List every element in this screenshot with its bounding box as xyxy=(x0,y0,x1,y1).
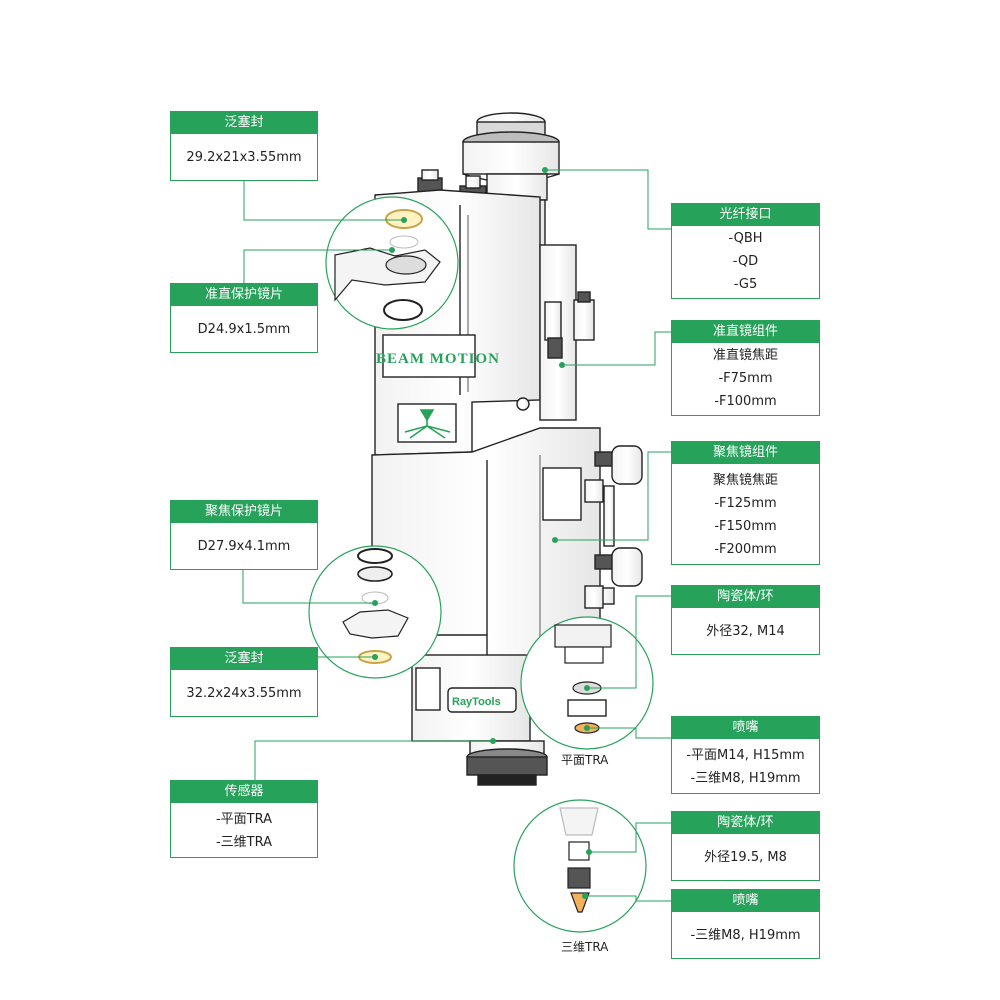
zoom-circle-collimator xyxy=(325,196,459,330)
callout-seal-top: 泛塞封 29.2x21x3.55mm xyxy=(170,111,318,181)
callout-sensor: 传感器 -平面TRA -三维TRA xyxy=(170,780,318,858)
callout-nozzle-2: 喷嘴 -三维M8, H19mm xyxy=(671,889,820,959)
callout-line: -平面M14, H15mm xyxy=(686,748,805,763)
callout-title: 聚焦保护镜片 xyxy=(171,501,317,523)
callout-title: 光纤接口 xyxy=(672,204,819,226)
callout-line: -F150mm xyxy=(714,519,777,534)
callout-title: 喷嘴 xyxy=(672,890,819,912)
callout-line: 聚焦镜焦距 xyxy=(712,473,778,488)
callout-line: -QBH xyxy=(728,231,763,246)
callout-title: 泛塞封 xyxy=(171,112,317,134)
callout-title: 陶瓷体/环 xyxy=(672,586,819,608)
callout-line: -三维TRA xyxy=(215,835,273,850)
callout-focus: 聚焦镜组件 聚焦镜焦距 -F125mm -F150mm -F200mm xyxy=(671,441,820,565)
callout-line: -QD xyxy=(732,254,759,269)
lower-block xyxy=(411,654,531,742)
callout-nozzle-1: 喷嘴 -平面M14, H15mm -三维M8, H19mm xyxy=(671,716,820,794)
nozzle-assembly xyxy=(466,740,548,786)
caption-3d-tra: 三维TRA xyxy=(561,940,609,954)
callout-title: 泛塞封 xyxy=(171,648,317,670)
callout-line: -F200mm xyxy=(714,542,777,557)
leader-lines xyxy=(242,169,671,902)
callout-seal-bottom: 泛塞封 32.2x24x3.55mm xyxy=(170,647,318,717)
callout-line: -G5 xyxy=(733,277,758,292)
zoom-circle-3d-tra xyxy=(513,799,647,933)
callout-line: D24.9x1.5mm xyxy=(197,322,291,337)
collimator-section xyxy=(539,244,595,421)
callout-line: 32.2x24x3.55mm xyxy=(186,686,302,701)
beam-motion-logo xyxy=(404,409,451,439)
upper-block xyxy=(374,189,541,456)
logo-text: RayTools xyxy=(452,696,501,708)
callout-title: 传感器 xyxy=(171,781,317,803)
zoom-circle-flat-tra xyxy=(520,616,654,750)
callout-line: -F125mm xyxy=(714,496,777,511)
callout-line: -F100mm xyxy=(714,394,777,409)
callout-line: 外径32, M14 xyxy=(706,624,785,639)
brand-label: BEAM MOTION xyxy=(376,351,500,367)
callout-title: 准直保护镜片 xyxy=(171,284,317,306)
callout-ceramic-2: 陶瓷体/环 外径19.5, M8 xyxy=(671,811,820,881)
callout-line: -F75mm xyxy=(718,371,773,386)
callout-collimator: 准直镜组件 准直镜焦距 -F75mm -F100mm xyxy=(671,320,820,416)
callout-focus-protect: 聚焦保护镜片 D27.9x4.1mm xyxy=(170,500,318,570)
callout-fiber: 光纤接口 -QBH -QD -G5 xyxy=(671,203,820,299)
callout-title: 准直镜组件 xyxy=(672,321,819,343)
callout-line: -三维M8, H19mm xyxy=(690,771,801,786)
callout-line: -三维M8, H19mm xyxy=(690,928,801,943)
callout-ceramic-1: 陶瓷体/环 外径32, M14 xyxy=(671,585,820,655)
caption-flat-tra: 平面TRA xyxy=(561,753,609,767)
focus-fittings xyxy=(584,445,643,609)
callout-line: D27.9x4.1mm xyxy=(197,539,291,554)
callout-line: 准直镜焦距 xyxy=(712,348,778,363)
callout-line: 外径19.5, M8 xyxy=(704,850,787,865)
callout-title: 喷嘴 xyxy=(672,717,819,739)
callout-collimator-protect: 准直保护镜片 D24.9x1.5mm xyxy=(170,283,318,353)
callout-title: 聚焦镜组件 xyxy=(672,442,819,464)
leader-dots xyxy=(372,167,592,899)
zoom-circle-focus xyxy=(308,545,442,679)
callout-line: 29.2x21x3.55mm xyxy=(186,150,302,165)
callout-line: -平面TRA xyxy=(215,812,273,827)
callout-title: 陶瓷体/环 xyxy=(672,812,819,834)
